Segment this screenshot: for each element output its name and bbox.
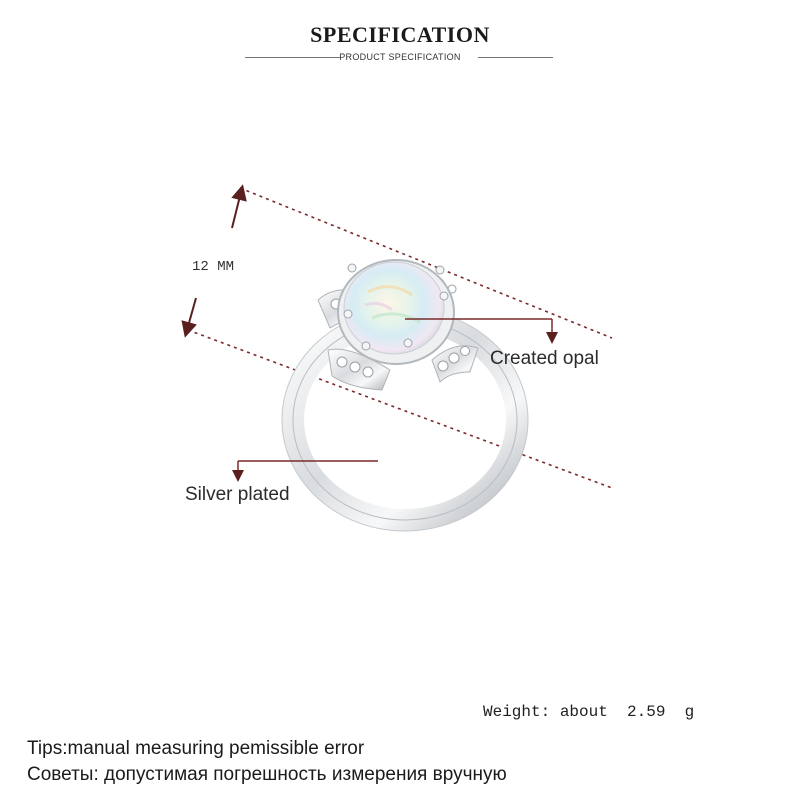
dimension-line-bottom <box>187 329 613 489</box>
weight-text: Weight: about 2.59 g <box>483 703 695 721</box>
page-title: SPECIFICATION <box>310 22 490 47</box>
page-subtitle: PRODUCT SPECIFICATION <box>339 52 461 62</box>
dimension-arrow-icon <box>181 184 247 338</box>
size-label: 12 MM <box>192 259 235 275</box>
header-rule-left <box>245 57 340 58</box>
ring-illustration <box>281 259 529 532</box>
dimension-lines <box>187 187 613 489</box>
stone-label: Created opal <box>490 348 599 369</box>
band-label: Silver plated <box>185 484 290 505</box>
tips-english: Tips:manual measuring pemissible error <box>27 738 365 759</box>
opal-stone-icon <box>343 261 445 355</box>
tips-russian: Советы: допустимая погрешность измерения… <box>27 764 507 785</box>
header-rule-right <box>478 57 553 58</box>
